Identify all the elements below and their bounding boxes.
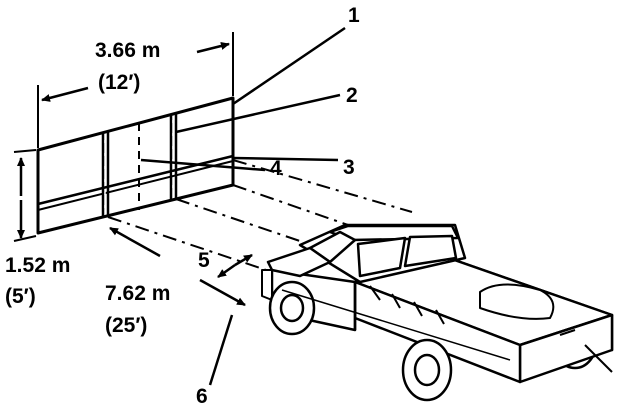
leader-3 <box>232 156 339 162</box>
callout-1: 1 <box>348 4 360 27</box>
leader-1 <box>232 26 346 106</box>
distance-dimension <box>109 226 246 307</box>
callout-leader-lines <box>140 26 346 386</box>
callout-5-arrow <box>217 253 253 279</box>
width-imperial-label: (12′) <box>98 71 141 94</box>
height-dimension <box>13 149 37 242</box>
callout-2: 2 <box>346 84 358 107</box>
callout-5: 5 <box>198 249 210 272</box>
height-imperial-label: (5′) <box>5 285 36 308</box>
width-metric-label: 3.66 m <box>95 39 161 62</box>
leader-2 <box>175 93 341 134</box>
distance-metric-label: 7.62 m <box>105 282 171 305</box>
callout-6: 6 <box>196 385 208 408</box>
height-metric-label: 1.52 m <box>5 254 71 277</box>
leader-6 <box>208 314 234 386</box>
width-dimension <box>37 32 234 148</box>
pickup-truck <box>261 223 614 402</box>
callout-3: 3 <box>343 156 355 179</box>
leader-4 <box>140 158 266 172</box>
distance-imperial-label: (25′) <box>105 314 148 337</box>
callout-4: 4 <box>270 157 282 180</box>
